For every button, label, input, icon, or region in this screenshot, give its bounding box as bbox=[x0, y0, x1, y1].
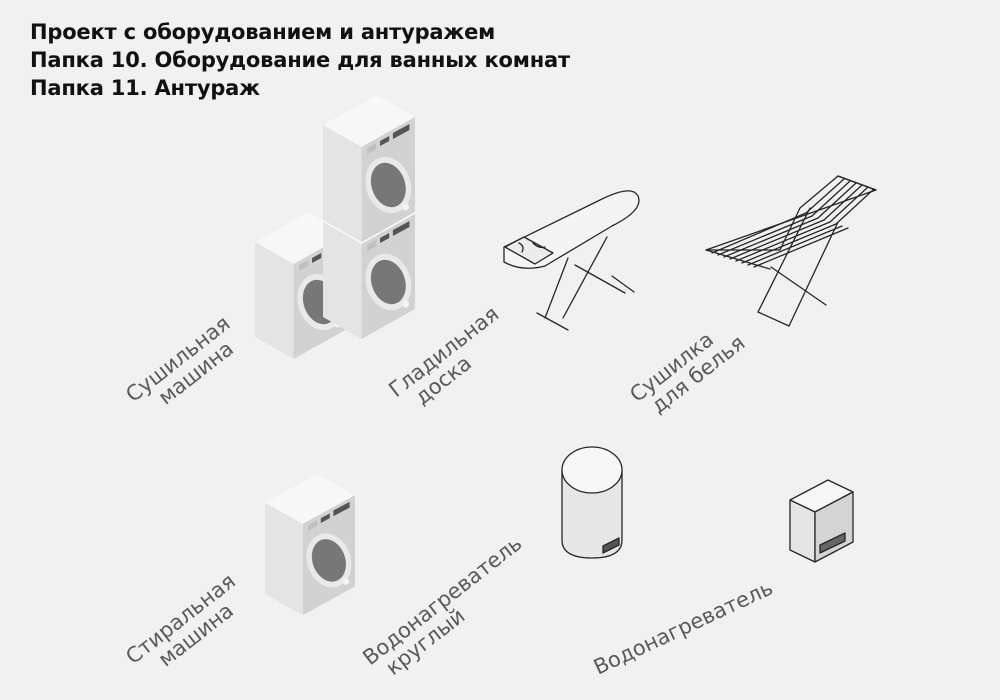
water-heater-drawing bbox=[789, 479, 854, 563]
label-ironing-board: Гладильная доска bbox=[384, 302, 503, 410]
round-water-heater-drawing bbox=[561, 446, 623, 559]
label-round-water-heater-line1: Водонагреватель bbox=[358, 531, 526, 670]
page-header: Проект с оборудованием и антуражем Папка… bbox=[30, 18, 570, 102]
label-dryer: Сушильная машина bbox=[121, 311, 238, 409]
ironing-board-drawing bbox=[503, 190, 640, 331]
washing-machine-drawing bbox=[265, 474, 360, 616]
header-line-project: Проект с оборудованием и антуражем bbox=[30, 20, 496, 44]
header-line-folder-10: Папка 10. Оборудование для ванных комнат bbox=[30, 48, 570, 72]
label-water-heater-line1: Водонагреватель bbox=[590, 575, 777, 679]
label-washing-machine: Стиральная машина bbox=[121, 569, 240, 672]
header-line-folder-11: Папка 11. Антураж bbox=[30, 76, 260, 100]
label-round-water-heater: Водонагреватель круглый bbox=[358, 531, 526, 680]
label-water-heater: Водонагреватель bbox=[590, 575, 777, 679]
clothes-dryer-rack-drawing bbox=[705, 175, 877, 327]
label-clothes-dryer: Сушилка для белья bbox=[625, 327, 749, 418]
